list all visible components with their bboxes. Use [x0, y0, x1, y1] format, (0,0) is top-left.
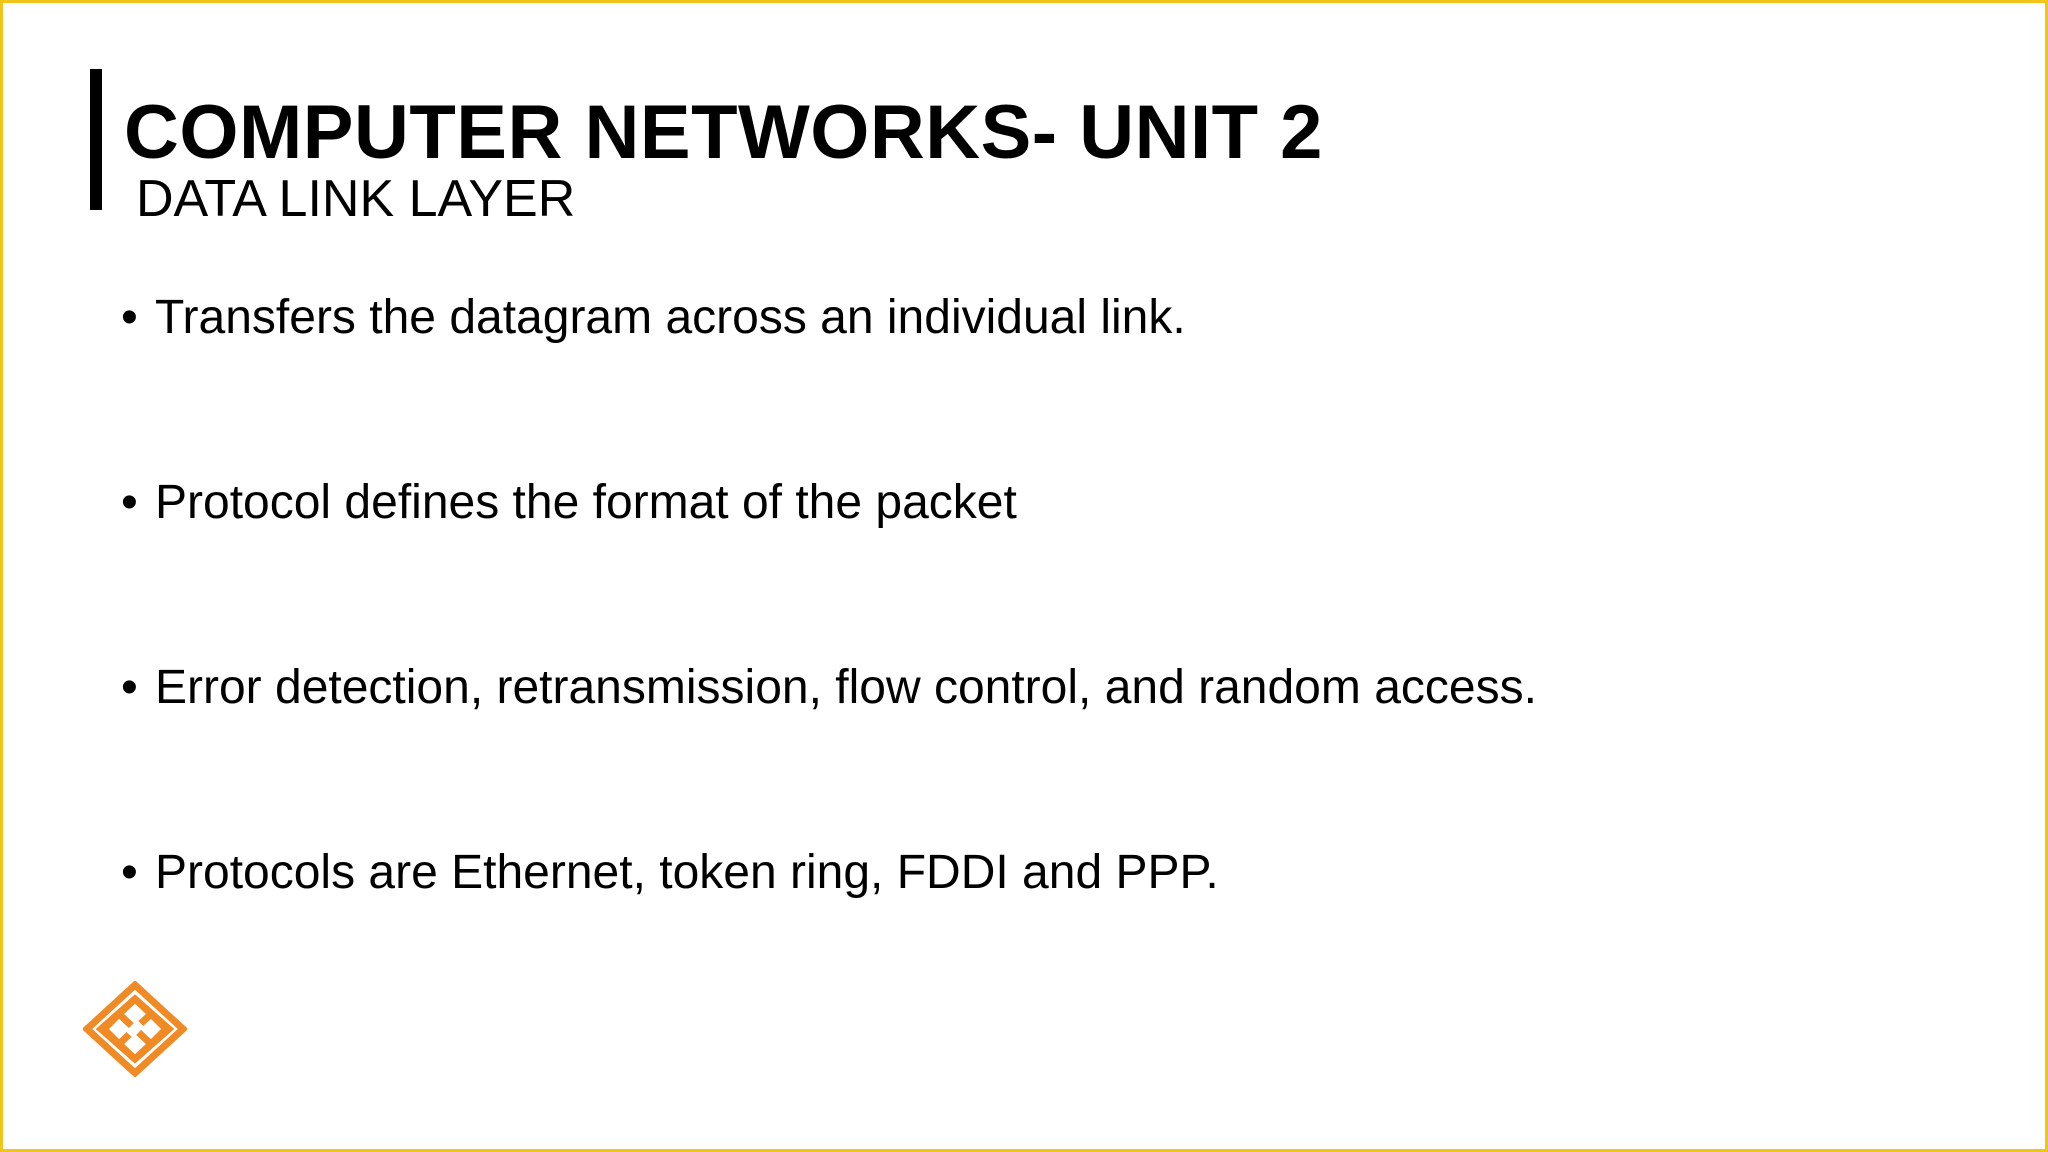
bullet-text: Transfers the datagram across an individ…: [155, 291, 1186, 344]
bullet-list: • Transfers the datagram across an indivi…: [121, 286, 1537, 1026]
bullet-icon: •: [121, 291, 138, 344]
title-accent-bar: [90, 69, 102, 210]
bullet-item: • Protocols are Ethernet, token ring, FDD…: [121, 841, 1537, 1026]
bullet-item: • Protocol defines the format of the pack…: [121, 471, 1537, 656]
bullet-text: Protocols are Ethernet, token ring, FDDI…: [155, 846, 1219, 899]
bullet-item: • Transfers the datagram across an indivi…: [121, 286, 1537, 471]
endless-knot-logo-icon: [83, 981, 187, 1077]
bullet-icon: •: [121, 661, 138, 714]
bullet-text: Error detection, retransmission, flow co…: [155, 661, 1537, 714]
bullet-icon: •: [121, 476, 138, 529]
bullet-text: Protocol defines the format of the packe…: [155, 476, 1017, 529]
bullet-icon: •: [121, 846, 138, 899]
slide-subtitle: DATA LINK LAYER: [136, 170, 576, 228]
slide-title: COMPUTER NETWORKS- UNIT 2: [124, 90, 1323, 175]
bullet-item: • Error detection, retransmission, flow c…: [121, 656, 1537, 841]
